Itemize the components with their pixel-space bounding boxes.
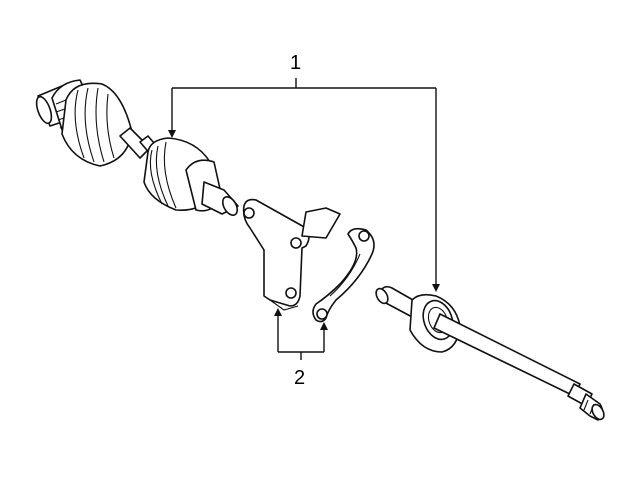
callout-1-leader (168, 78, 440, 292)
bearing-retainer-cap (312, 227, 375, 323)
intermediate-shaft (375, 285, 605, 421)
inner-cv-joint-boot (143, 137, 239, 216)
callout-1-label: 1 (290, 52, 302, 74)
outer-cv-joint (35, 79, 151, 167)
callout-2-leader (274, 308, 328, 360)
support-bracket (242, 198, 341, 311)
callout-2-label: 2 (294, 367, 306, 389)
